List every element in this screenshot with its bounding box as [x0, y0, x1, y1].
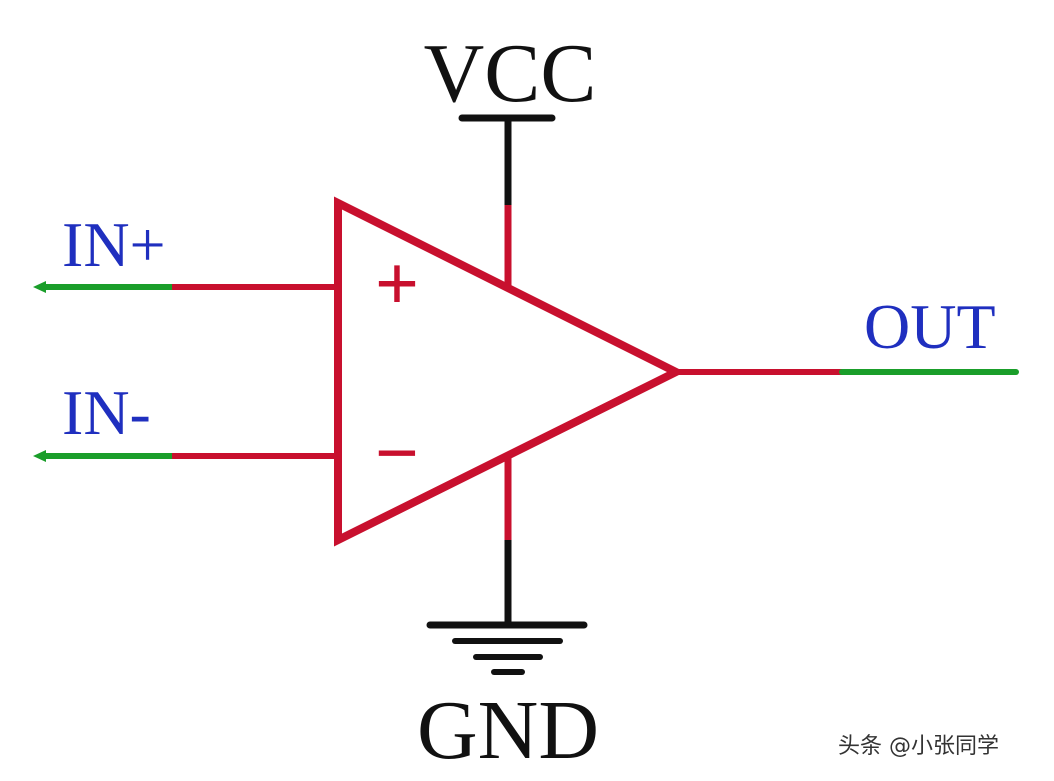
- in-plus-label: IN+: [62, 209, 166, 280]
- vcc-label: VCC: [424, 27, 597, 120]
- watermark-text: 头条 @小张同学: [838, 734, 999, 759]
- in-plus-wire: [33, 281, 338, 293]
- plus-sign: +: [375, 240, 419, 327]
- in-minus-label: IN-: [62, 377, 151, 448]
- minus-sign: −: [375, 409, 419, 496]
- op-amp-triangle: [334, 196, 685, 547]
- gnd-rail: [426, 455, 588, 675]
- gnd-label: GND: [417, 684, 599, 777]
- in-minus-arrow: [33, 450, 46, 462]
- out-label: OUT: [864, 291, 996, 362]
- vcc-rail: [458, 114, 556, 287]
- in-minus-wire: [33, 450, 338, 462]
- in-plus-arrow: [33, 281, 46, 293]
